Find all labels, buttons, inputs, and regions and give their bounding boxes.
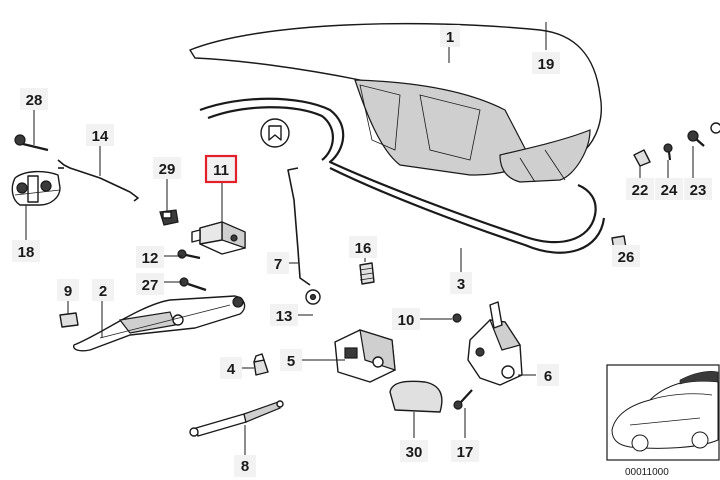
label-part-16: 16 [355,240,372,257]
screw-24 [663,143,673,161]
gas-strut [189,400,284,437]
hinge [11,170,61,206]
label-part-24: 24 [661,182,678,199]
screw-23 [687,130,705,147]
torsion-rod [57,159,139,202]
label-part-1: 1 [446,29,454,46]
reference-code: 00011000 [625,467,669,478]
label-part-18: 18 [18,244,35,261]
label-part-6: 6 [544,368,552,385]
screw-12 [177,249,201,260]
label-part-27: 27 [142,277,159,294]
trunk-latch [467,301,523,386]
part-labels: 1 19 28 14 18 29 11 12 27 9 2 4 8 7 16 1… [12,25,712,477]
label-part-22: 22 [632,182,649,199]
label-part-4: 4 [227,361,236,378]
car-reference-thumbnail: 00011000 [606,364,720,478]
label-part-28: 28 [26,92,43,109]
lock-cylinder [334,329,396,383]
label-part-8: 8 [241,458,249,475]
buffer-22 [633,149,651,167]
bumper-16 [359,262,375,285]
label-part-14: 14 [92,128,109,145]
nut-4 [253,353,269,376]
trunk-switch [191,221,246,255]
label-part-10: 10 [398,312,415,329]
label-part-29: 29 [159,161,176,178]
clip-29 [159,209,179,226]
label-part-3: 3 [457,276,465,293]
label-part-11: 11 [213,162,229,179]
label-part-17: 17 [457,444,474,461]
screw-28 [14,134,49,152]
screw-10 [452,313,462,323]
label-part-26: 26 [618,249,635,266]
label-part-13: 13 [276,308,293,325]
cap-9 [59,312,79,328]
lock-rod [287,167,311,286]
trunk-lid [189,22,602,183]
label-part-30: 30 [406,444,423,461]
lock-cover [389,380,443,413]
label-part-5: 5 [287,353,295,370]
label-part-23: 23 [690,182,707,199]
trunk-seal [199,97,606,254]
screw-17 [453,389,473,410]
screw-27 [179,277,207,292]
grommet-13 [305,289,321,305]
label-part-19: 19 [538,56,555,73]
label-part-7: 7 [274,256,282,273]
bolt-edge [710,122,720,134]
label-part-9: 9 [64,283,72,300]
hinge-arm [73,295,246,352]
label-part-2: 2 [99,283,107,300]
highlight-box [204,154,238,184]
label-part-12: 12 [142,250,159,267]
